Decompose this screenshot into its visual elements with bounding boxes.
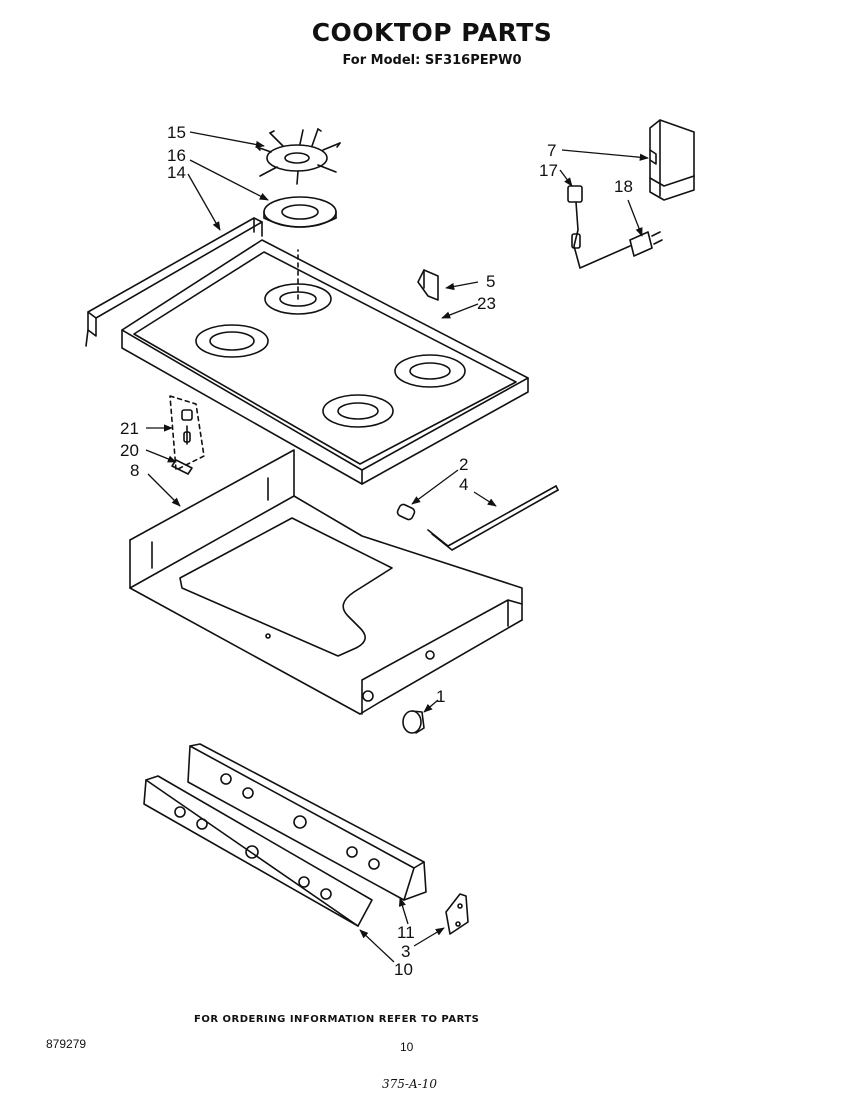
leader-3 [413,927,445,947]
leader-16 [189,159,269,201]
cooktop-panel [121,239,529,485]
leader-1 [423,699,439,713]
leader-8 [147,473,181,507]
orifice-fitting [396,503,416,521]
front-channel [187,743,427,901]
leader-7 [561,149,649,161]
callout-7: 7 [547,141,556,160]
leader-20 [145,449,177,463]
callout-1: 1 [436,687,445,706]
ordering-note: FOR ORDERING INFORMATION REFER TO PARTS [194,1014,480,1025]
callout-10: 10 [394,960,413,979]
callout-5: 5 [486,272,495,291]
callout-4: 4 [459,475,468,494]
callout-18: 18 [614,177,633,196]
burner-cap-ring [263,196,337,228]
valve-parts [169,395,205,475]
front-plate [143,775,373,927]
callout-16: 16 [167,146,186,165]
burner-grate [256,128,341,185]
leader-2 [411,469,459,505]
ignitor-switch-and-cord [567,185,663,269]
document-number: 879279 [46,1037,87,1051]
model-subtitle: For Model: SF316PEPW0 [342,53,522,68]
handwritten-note: 375-A-10 [382,1077,437,1091]
page-number: 10 [400,1040,414,1054]
callout-23: 23 [477,294,496,313]
end-bracket [445,893,469,935]
page-title: COOKTOP PARTS [311,18,553,47]
leader-15 [189,131,265,149]
callout-3: 3 [401,942,410,961]
control-knob [402,710,425,734]
burner-box [129,449,523,715]
callout-14: 14 [167,163,186,182]
callout-17: 17 [539,161,558,180]
leader-18 [627,199,643,237]
callout-2: 2 [459,455,468,474]
side-trim-strip [85,217,263,347]
leader-23 [441,303,479,319]
callout-11: 11 [397,923,415,942]
callout-8: 8 [130,461,139,480]
leader-17 [559,169,573,187]
electrical-cover [649,119,695,201]
gas-tube [427,485,559,551]
leader-10 [359,929,395,963]
bracket-clip [417,269,439,301]
callout-21: 21 [120,419,139,438]
leader-11 [398,897,409,925]
leader-14 [187,173,221,231]
leader-5 [445,281,479,291]
callout-20: 20 [120,441,139,460]
callout-15: 15 [167,123,186,142]
leader-4 [473,491,497,507]
